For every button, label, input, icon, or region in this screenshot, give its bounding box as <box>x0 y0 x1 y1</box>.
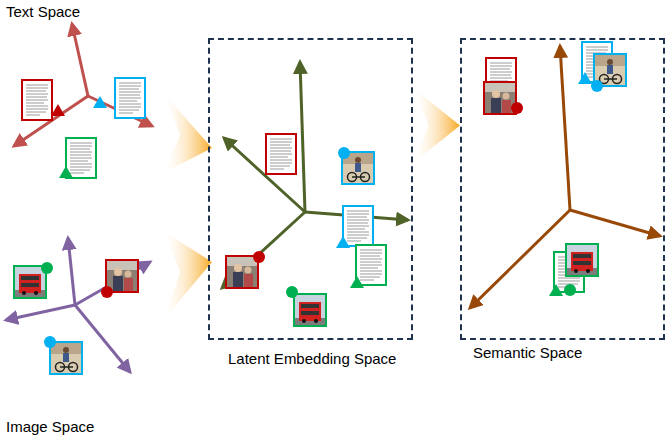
space-heading: Latent Embedding Space <box>228 350 396 367</box>
chevron-arrow <box>415 90 460 162</box>
space-label: Image Space <box>6 418 94 435</box>
space-heading: Semantic Space <box>473 344 582 361</box>
dashed-space-box: Semantic Space <box>460 38 665 340</box>
dashed-space-box: Latent Embedding Space <box>208 38 413 340</box>
space-label: Text Space <box>6 3 80 20</box>
